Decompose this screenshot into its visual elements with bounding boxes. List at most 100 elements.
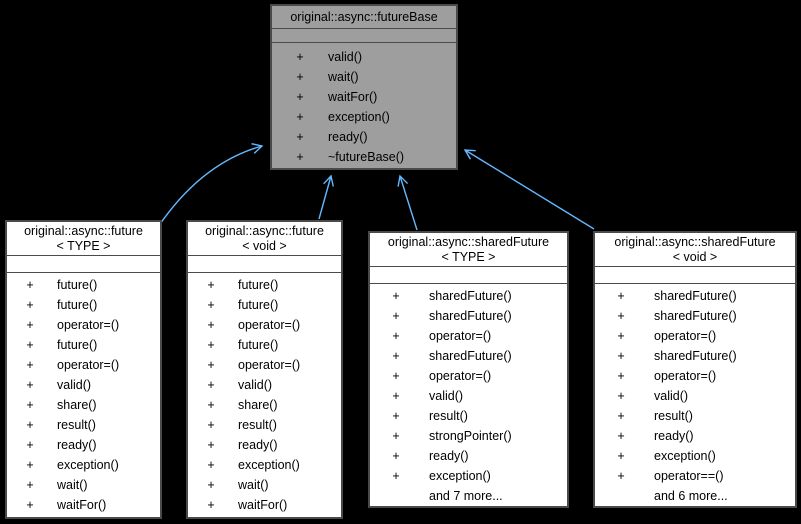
visibility-symbol: +	[26, 378, 34, 392]
method-row: +wait()	[188, 475, 341, 495]
method-name: share()	[57, 398, 97, 412]
visibility-symbol: +	[392, 429, 400, 443]
visibility-symbol	[387, 486, 405, 506]
attributes-section-empty	[188, 256, 341, 273]
method-name: strongPointer()	[429, 429, 512, 443]
method-name: waitFor()	[328, 90, 378, 104]
visibility-symbol: +	[392, 469, 400, 483]
class-box-future-void[interactable]: original::async::future < void > +future…	[186, 220, 343, 519]
class-title: original::async::sharedFuture < void >	[595, 233, 795, 267]
method-name: future()	[238, 338, 279, 352]
class-box-futurebase[interactable]: original::async::futureBase +valid()+wai…	[270, 4, 458, 170]
method-name: operator=()	[654, 329, 717, 343]
visibility-symbol: +	[296, 70, 304, 84]
attributes-section-empty	[7, 256, 160, 273]
class-title-line: < TYPE >	[441, 250, 496, 264]
method-row: +operator=()	[595, 366, 795, 386]
method-name: future()	[57, 338, 98, 352]
class-title-line: < void >	[242, 239, 287, 253]
visibility-symbol: +	[26, 318, 34, 332]
visibility-symbol: +	[617, 449, 625, 463]
inheritance-arrow-sharedfuture-type	[397, 174, 418, 231]
method-row: + exception()	[370, 466, 567, 486]
visibility-symbol: +	[617, 329, 625, 343]
class-title-line: original::async::future	[24, 224, 143, 238]
visibility-symbol: +	[392, 389, 400, 403]
method-name: ready()	[328, 130, 368, 144]
method-row: + strongPointer()	[370, 426, 567, 446]
visibility-symbol: +	[617, 429, 625, 443]
methods-section: +future()+future()+operator=()+future()+…	[7, 273, 160, 517]
visibility-symbol: +	[207, 378, 215, 392]
visibility-symbol: +	[392, 289, 400, 303]
method-row: +share()	[7, 395, 160, 415]
inheritance-arrow-sharedfuture-void	[463, 149, 595, 230]
method-row: +exception()	[7, 455, 160, 475]
method-name: ready()	[238, 438, 278, 452]
method-row: +ready()	[7, 435, 160, 455]
method-row: +waitFor()	[188, 495, 341, 515]
method-row: +ready()	[272, 127, 456, 147]
method-row: +share()	[188, 395, 341, 415]
method-row: + ready()	[595, 426, 795, 446]
visibility-symbol: +	[617, 289, 625, 303]
method-row: +operator=()	[188, 315, 341, 335]
visibility-symbol: +	[207, 298, 215, 312]
class-box-sharedfuture-type[interactable]: original::async::sharedFuture < TYPE > +…	[368, 231, 569, 508]
class-box-future-type[interactable]: original::async::future < TYPE > +future…	[5, 220, 162, 519]
method-name: operator=()	[429, 369, 492, 383]
visibility-symbol: +	[617, 309, 625, 323]
method-row: +waitFor()	[7, 495, 160, 515]
visibility-symbol: +	[26, 278, 34, 292]
method-name: operator=()	[57, 318, 120, 332]
method-row: and 6 more...	[595, 486, 795, 506]
visibility-symbol: +	[617, 349, 625, 363]
method-row: +result()	[7, 415, 160, 435]
method-name: result()	[654, 409, 693, 423]
method-row: +exception()	[188, 455, 341, 475]
method-row: +result()	[188, 415, 341, 435]
visibility-symbol: +	[392, 449, 400, 463]
visibility-symbol: +	[26, 298, 34, 312]
attributes-section-empty	[595, 267, 795, 284]
visibility-symbol: +	[26, 438, 34, 452]
method-name: exception()	[328, 110, 390, 124]
visibility-symbol: +	[207, 338, 215, 352]
visibility-symbol: +	[26, 458, 34, 472]
method-row: + future()	[7, 335, 160, 355]
method-name: valid()	[328, 50, 363, 64]
class-title-line: < TYPE >	[56, 239, 111, 253]
visibility-symbol: +	[207, 458, 215, 472]
methods-section: +valid()+wait()+waitFor()+exception()+re…	[272, 43, 456, 168]
visibility-symbol: +	[207, 398, 215, 412]
method-name: sharedFuture()	[429, 349, 512, 363]
visibility-symbol: +	[26, 338, 34, 352]
class-title-line: < void >	[672, 250, 718, 264]
visibility-symbol: +	[296, 50, 304, 64]
visibility-symbol: +	[392, 349, 400, 363]
method-name: sharedFuture()	[429, 289, 512, 303]
method-name: future()	[57, 298, 98, 312]
method-row: +operator=()	[188, 355, 341, 375]
method-name: operator=()	[238, 318, 301, 332]
method-name: operator=()	[429, 329, 492, 343]
class-box-sharedfuture-void[interactable]: original::async::sharedFuture < void > +…	[593, 231, 797, 508]
method-row: and 7 more...	[370, 486, 567, 506]
method-row: +sharedFuture()	[595, 346, 795, 366]
visibility-symbol: +	[392, 309, 400, 323]
method-row: +exception()	[272, 107, 456, 127]
visibility-symbol: +	[617, 389, 625, 403]
visibility-symbol: +	[392, 329, 400, 343]
method-name: exception()	[429, 469, 491, 483]
method-name: sharedFuture()	[429, 309, 512, 323]
visibility-symbol: +	[617, 409, 625, 423]
method-row: + future()	[188, 335, 341, 355]
visibility-symbol: +	[296, 90, 304, 104]
visibility-symbol: +	[296, 150, 304, 164]
method-name: result()	[57, 418, 96, 432]
method-name: ready()	[654, 429, 694, 443]
method-row: +sharedFuture()	[595, 286, 795, 306]
method-name: ready()	[429, 449, 469, 463]
method-row: + operator=()	[595, 326, 795, 346]
more-methods-label: and 7 more...	[429, 489, 503, 503]
